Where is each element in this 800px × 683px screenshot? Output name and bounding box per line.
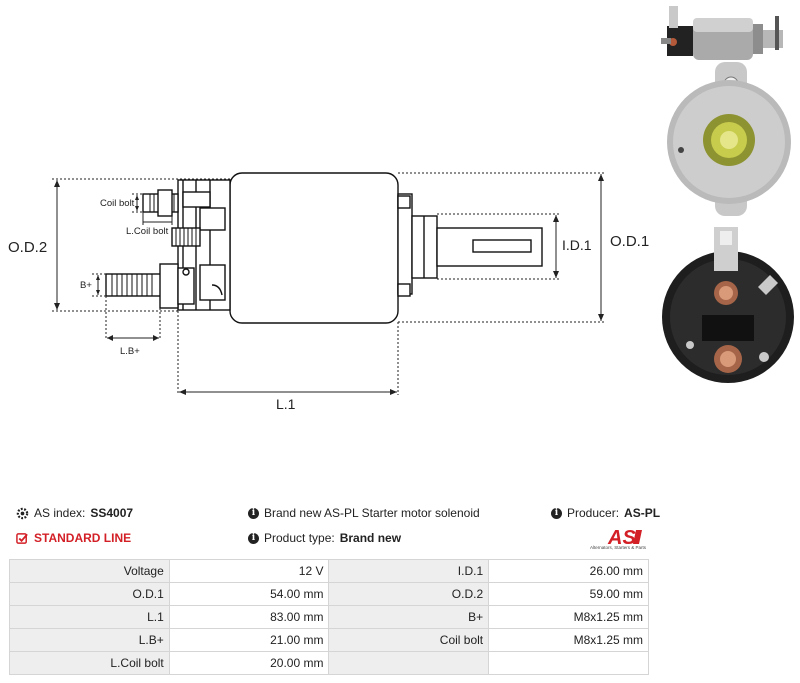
spec-value: 26.00 mm — [488, 559, 649, 583]
solenoid-rear-photo — [667, 62, 791, 216]
solenoid-technical-drawing: O.D.2 O.D.1 I.D.1 L.1 Coil bolt L.Coil b… — [8, 172, 649, 412]
checkbox-checked-icon — [16, 532, 28, 544]
info-icon: i — [248, 507, 259, 519]
as-logo: AS — [607, 527, 642, 549]
spec-value: 59.00 mm — [488, 582, 649, 606]
gear-icon — [16, 507, 29, 519]
table-row: Voltage 12 V I.D.1 26.00 mm — [9, 559, 649, 583]
spec-value — [488, 651, 649, 675]
spec-value: M8x1.25 mm — [488, 628, 649, 652]
as-index: AS index: SS4007 — [16, 506, 133, 520]
spec-label: O.D.1 — [9, 582, 170, 606]
product-description: i Brand new AS-PL Starter motor solenoid — [248, 506, 480, 520]
specification-table: Voltage 12 V I.D.1 26.00 mm O.D.1 54.00 … — [9, 559, 649, 675]
product-type-label: Product type: — [264, 531, 335, 545]
info-icon: i — [248, 532, 259, 544]
spec-label: L.B+ — [9, 628, 170, 652]
spec-label: O.D.2 — [328, 582, 490, 606]
b-plus-label: B+ — [80, 280, 92, 291]
spec-label: Voltage — [9, 559, 170, 583]
od1-label: O.D.1 — [610, 233, 649, 250]
standard-line-text: STANDARD LINE — [34, 531, 132, 545]
producer-value: AS-PL — [624, 506, 661, 520]
producer-label: Producer: — [567, 506, 620, 520]
spec-value: 12 V — [168, 559, 330, 583]
info-icon: i — [551, 507, 562, 519]
table-row: L.B+ 21.00 mm Coil bolt M8x1.25 mm — [9, 628, 649, 652]
spec-label: Coil bolt — [328, 628, 490, 652]
solenoid-terminal-photo — [662, 227, 794, 383]
spec-label: I.D.1 — [328, 559, 490, 583]
spec-value: 54.00 mm — [168, 582, 330, 606]
product-type-value: Brand new — [339, 531, 402, 545]
spec-label: L.Coil bolt — [9, 651, 170, 675]
od2-label: O.D.2 — [8, 239, 47, 256]
logo-tagline: Alternators, Starters & Parts — [589, 545, 647, 550]
as-index-label: AS index: — [34, 506, 86, 520]
spec-value: 83.00 mm — [168, 605, 330, 629]
table-row: L.Coil bolt 20.00 mm — [9, 651, 649, 675]
spec-label — [328, 651, 490, 675]
as-index-value: SS4007 — [90, 506, 134, 520]
spec-value: 21.00 mm — [168, 628, 330, 652]
solenoid-side-photo — [661, 6, 783, 60]
id1-label: I.D.1 — [562, 237, 592, 253]
description-text: Brand new AS-PL Starter motor solenoid — [264, 506, 480, 520]
coil-bolt-label: Coil bolt — [100, 198, 135, 209]
standard-line-badge: STANDARD LINE — [16, 531, 131, 545]
spec-value: 20.00 mm — [168, 651, 330, 675]
table-row: O.D.1 54.00 mm O.D.2 59.00 mm — [9, 582, 649, 606]
spec-label: B+ — [328, 605, 490, 629]
product-type: i Product type: Brand new — [248, 531, 401, 545]
spec-value: M8x1.25 mm — [488, 605, 649, 629]
l1-label: L.1 — [276, 396, 296, 412]
l-coil-bolt-label: L.Coil bolt — [126, 226, 169, 237]
svg-text:AS: AS — [607, 527, 636, 549]
producer: i Producer: AS-PL — [551, 506, 660, 520]
table-row: L.1 83.00 mm B+ M8x1.25 mm — [9, 605, 649, 629]
lb-plus-label: L.B+ — [120, 346, 140, 357]
spec-label: L.1 — [9, 605, 170, 629]
